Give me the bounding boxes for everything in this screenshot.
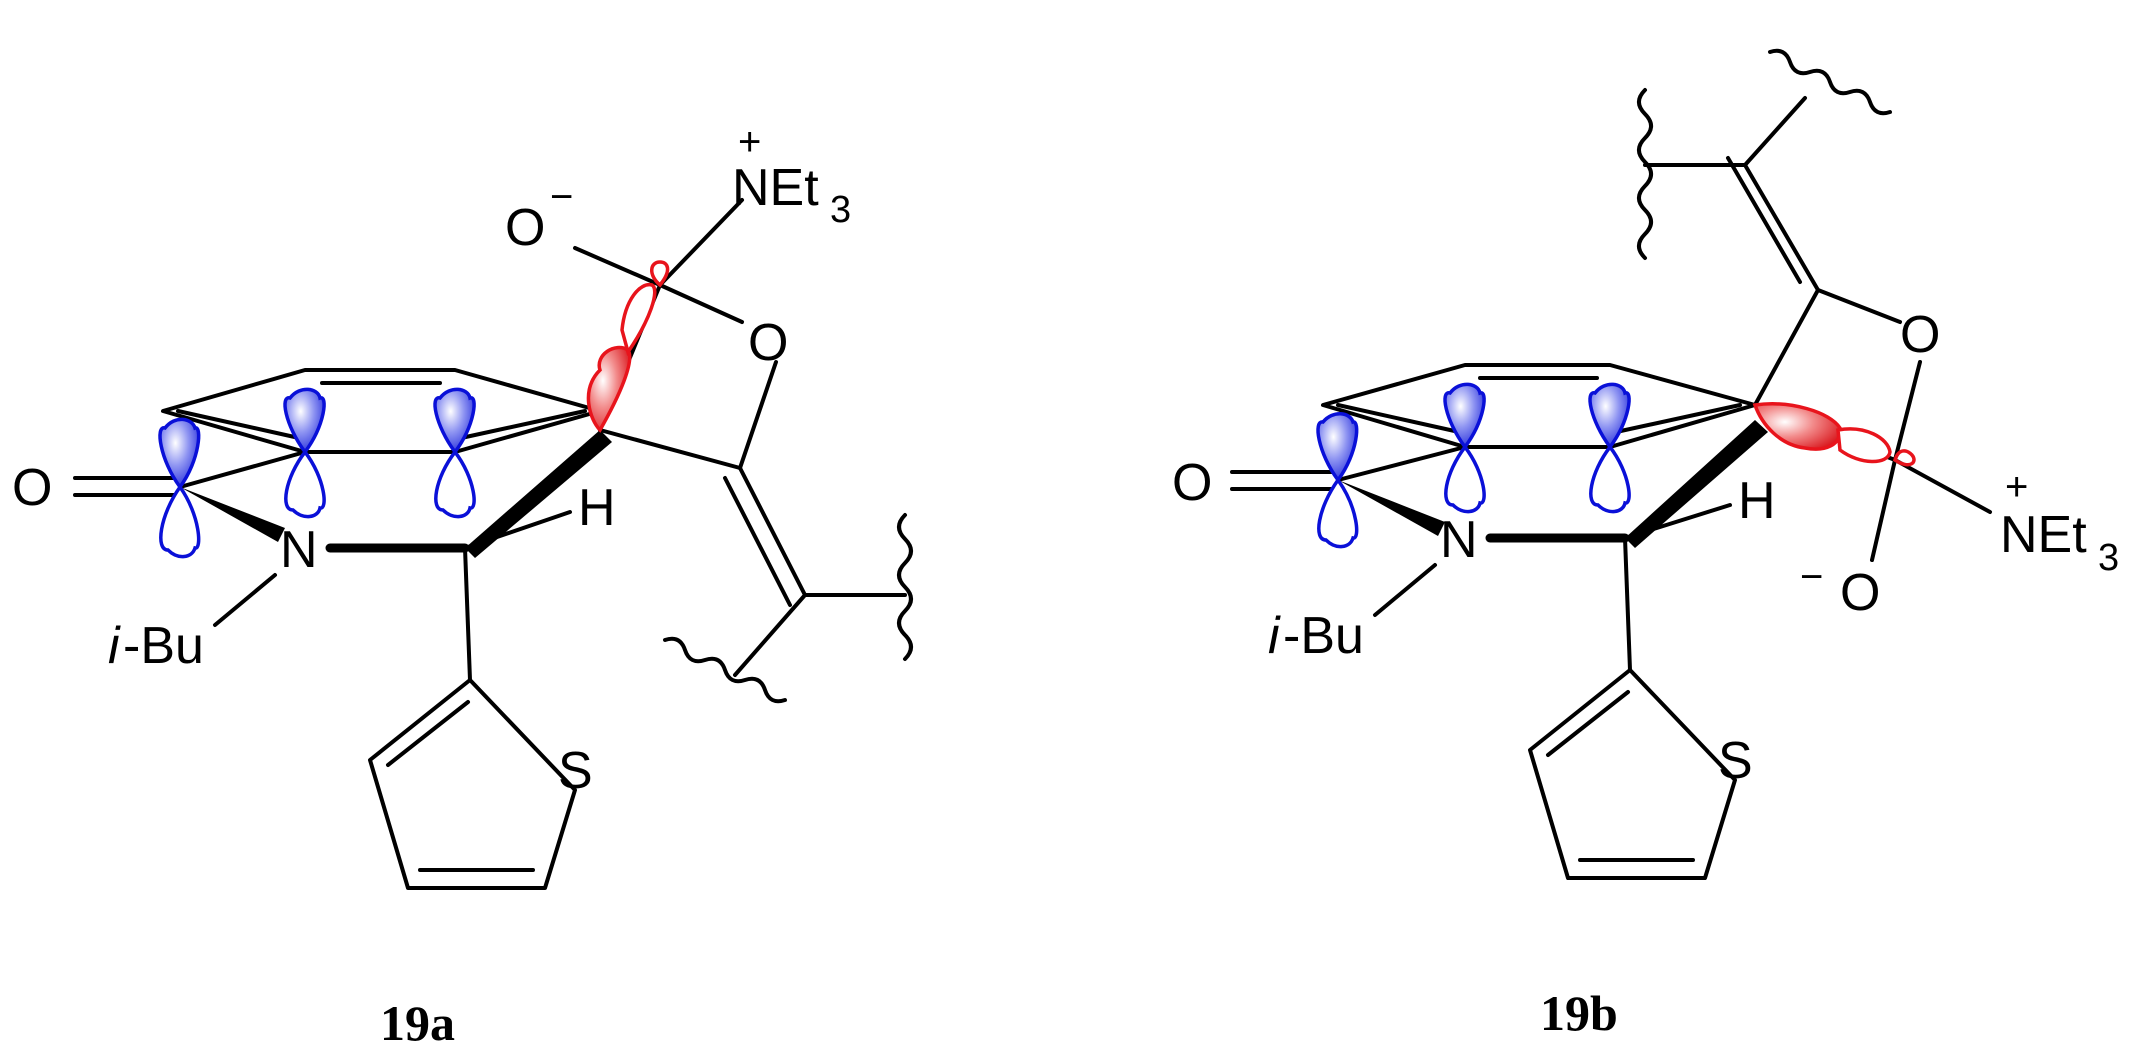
- oxide-oxygen-label: O: [505, 199, 545, 257]
- oxide-charge-label: −: [550, 175, 573, 219]
- oxide-charge-label: −: [1800, 555, 1823, 599]
- ammonium-charge-label: +: [738, 120, 761, 164]
- alkyl-prefix-label: i: [1268, 607, 1281, 665]
- ammonium-label: NEt: [732, 159, 819, 217]
- structure-caption: 19a: [380, 995, 455, 1051]
- ammonium-subscript: 3: [2098, 537, 2119, 579]
- ring-nitrogen-label: N: [1440, 511, 1478, 569]
- p-orbitals: [158, 387, 476, 559]
- p-orbital-1: [1316, 412, 1359, 549]
- ammonium-subscript: 3: [830, 189, 851, 231]
- stereo-wedges: [180, 430, 612, 558]
- aromatic-ring: [161, 368, 602, 454]
- sigma-orbital: [586, 260, 670, 433]
- p-orbital-2: [1443, 382, 1486, 514]
- stereo-wedges: [1338, 420, 1768, 548]
- sulfur-label: S: [1718, 732, 1753, 790]
- structure-caption: 19b: [1540, 985, 1618, 1041]
- sulfur-label: S: [558, 742, 593, 800]
- skeleton-bonds: [73, 198, 907, 682]
- sigma-orbital: [1752, 402, 1916, 467]
- structure-19a: O N i -Bu H S O − O NEt 3 + 19a: [12, 120, 913, 1051]
- ammonium-label: NEt: [2000, 506, 2087, 564]
- squiggle-bonds: [663, 513, 913, 704]
- carbonyl-oxygen-label: O: [12, 459, 52, 517]
- p-orbital-3: [1588, 382, 1631, 514]
- thiophene-ring: [368, 678, 577, 890]
- hydrogen-label: H: [1738, 472, 1776, 530]
- hydrogen-label: H: [578, 479, 616, 537]
- squiggle-bonds: [1637, 48, 1892, 260]
- ring-oxygen-label: O: [1900, 306, 1940, 364]
- alkyl-suffix-label: -Bu: [123, 617, 204, 675]
- ring-oxygen-label: O: [748, 314, 788, 372]
- alkyl-prefix-label: i: [108, 617, 121, 675]
- ring-nitrogen-label: N: [280, 521, 318, 579]
- p-orbital-1: [158, 417, 201, 559]
- oxide-oxygen-label: O: [1840, 564, 1880, 622]
- structure-19b: O N i -Bu H S O O − NEt 3 + 19b: [1172, 48, 2119, 1041]
- alkyl-suffix-label: -Bu: [1283, 607, 1364, 665]
- ammonium-charge-label: +: [2005, 465, 2028, 509]
- p-orbital-3: [433, 387, 476, 519]
- aromatic-ring: [1321, 363, 1757, 449]
- thiophene-ring: [1528, 668, 1737, 880]
- p-orbital-2: [283, 387, 326, 519]
- carbonyl-oxygen-label: O: [1172, 454, 1212, 512]
- p-orbitals: [1316, 382, 1631, 549]
